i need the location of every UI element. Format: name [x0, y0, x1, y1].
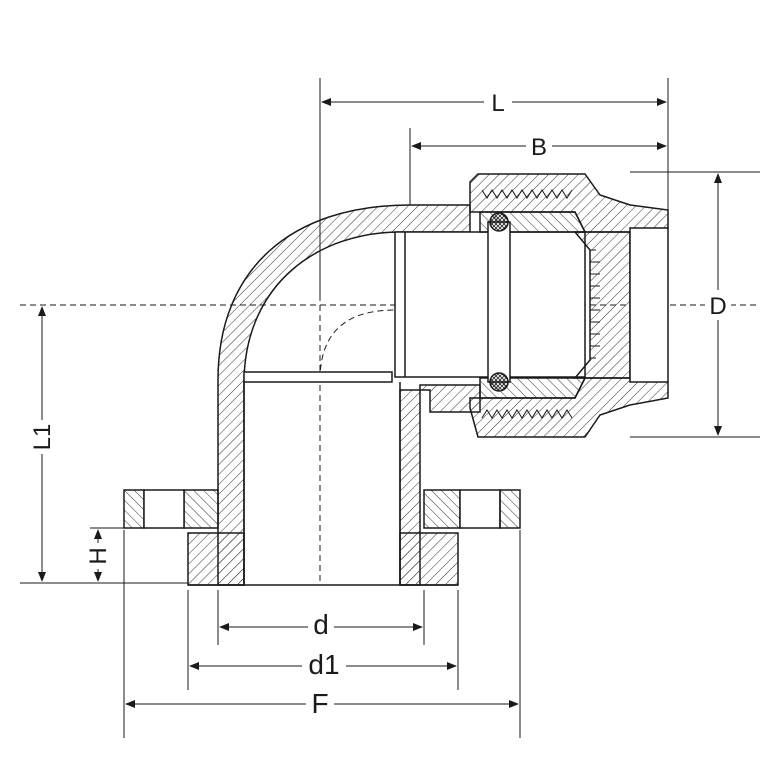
label-L1: L1 [29, 424, 56, 451]
label-D: D [709, 293, 726, 320]
label-d: d [313, 609, 329, 640]
socket-stop-ring [243, 371, 393, 383]
bend-center-arc [319, 309, 396, 381]
flange-stub-right [399, 532, 459, 586]
flange [123, 489, 521, 586]
center-lines [20, 295, 760, 585]
flange-ring-right-outer [499, 489, 521, 529]
o-ring [487, 212, 511, 392]
o-ring-top [489, 212, 509, 232]
end-cap [629, 227, 669, 383]
thread-teeth [481, 189, 600, 419]
label-d1: d1 [308, 649, 339, 680]
label-F: F [311, 688, 328, 719]
label-H: H [85, 547, 112, 564]
flange-ring-right-hole [459, 489, 501, 529]
extension-lines [20, 78, 760, 738]
dimension-labels: L B D L1 H d d1 F [28, 88, 731, 719]
label-L: L [491, 90, 504, 117]
vertical-bore [188, 382, 458, 586]
flange-stub-left [187, 532, 245, 586]
o-ring-groove [487, 221, 511, 383]
flange-ring-right-inner [423, 489, 461, 529]
o-ring-bottom [489, 372, 509, 392]
flange-ring-left-outer [123, 489, 145, 529]
flange-ring-left-hole [143, 489, 185, 529]
label-B: B [531, 134, 547, 161]
flange-ring-left-inner [183, 489, 219, 529]
